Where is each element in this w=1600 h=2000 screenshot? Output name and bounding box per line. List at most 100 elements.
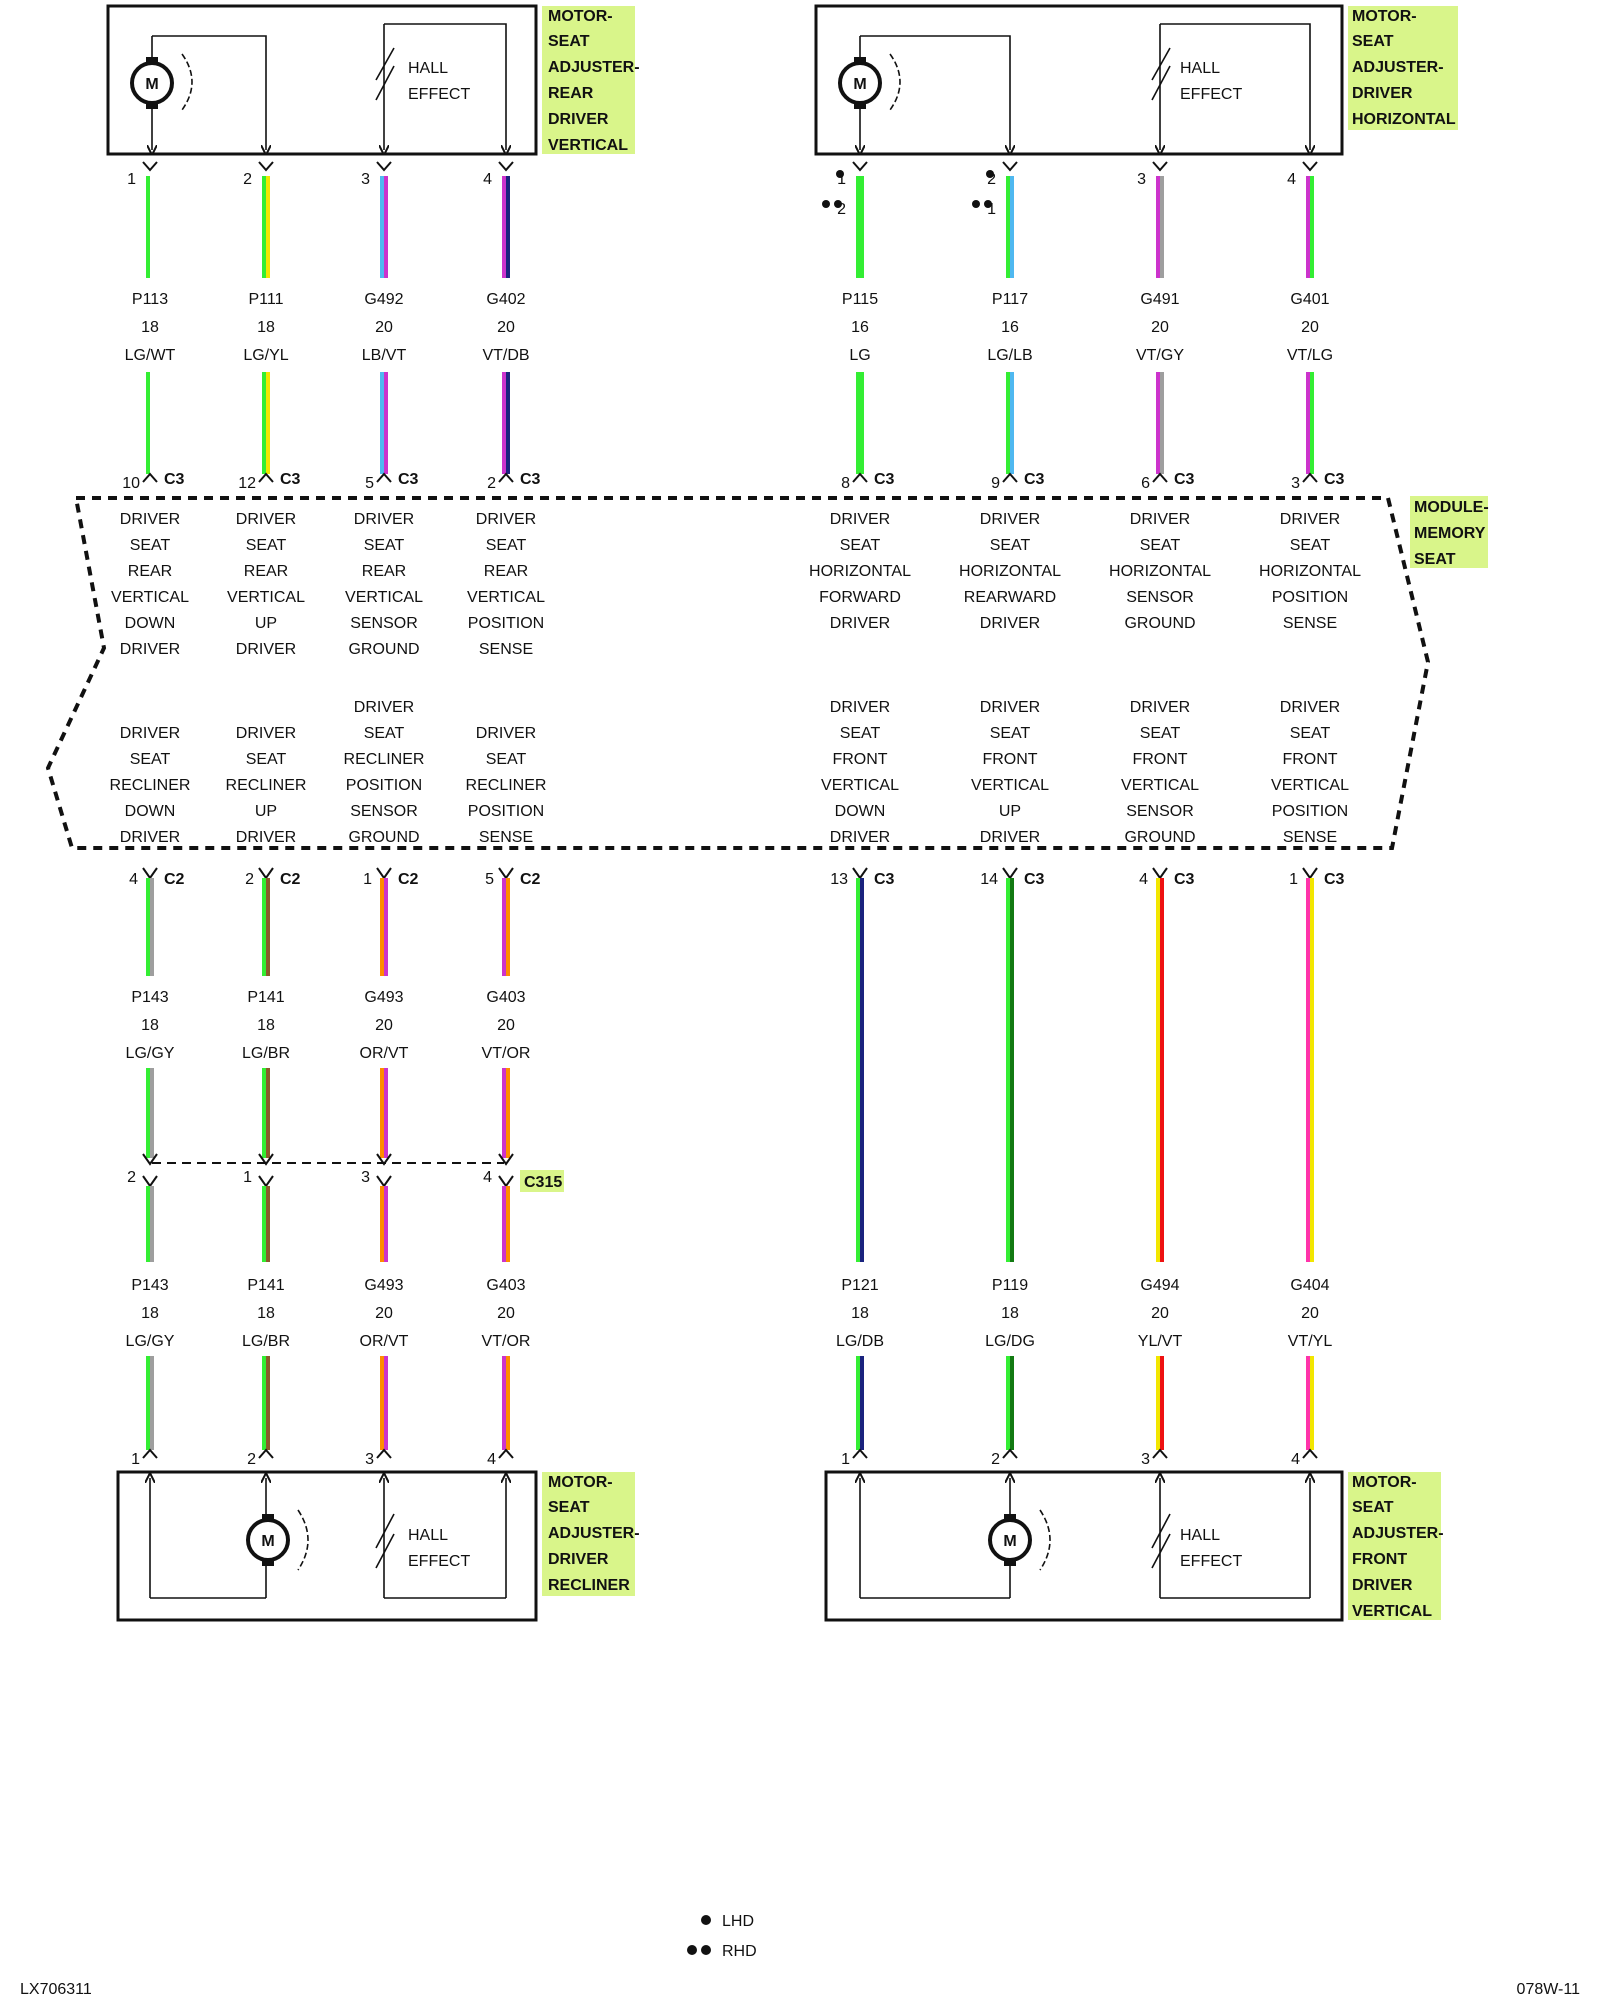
motor-pin-number: 4 — [1291, 1451, 1300, 1468]
wire-gauge: 18 — [141, 1305, 159, 1322]
pin-function-text: REAR — [362, 563, 406, 580]
inline-pin-terminal — [258, 1153, 274, 1166]
wire-segment — [502, 1068, 510, 1158]
wire-color: YL/VT — [1138, 1333, 1183, 1350]
single-dot-icon — [701, 1915, 711, 1925]
inline-pin-terminal — [376, 1153, 392, 1166]
wire-gauge: 20 — [1301, 1305, 1319, 1322]
hall-effect-label: HALL — [408, 60, 448, 77]
figure-code-right: 078W-11 — [1517, 1981, 1581, 1998]
wire-gauge: 20 — [375, 319, 393, 336]
hall-effect-label: EFFECT — [408, 86, 470, 103]
motor-pin-number: 2 — [987, 171, 996, 188]
dc-motor-icon: M — [838, 57, 882, 109]
module-pin-number: 1 — [363, 871, 372, 888]
module-pin-number: 5 — [365, 475, 374, 492]
module-pin-terminal — [258, 867, 274, 880]
motor-pin-terminal — [1002, 161, 1018, 172]
pin-function-text: DRIVER — [354, 699, 414, 716]
wire-gauge: 18 — [257, 1017, 275, 1034]
pin-function-text: VERTICAL — [227, 589, 305, 606]
module-pin-terminal — [142, 472, 158, 483]
motor-pin-terminal — [852, 1448, 868, 1459]
connector-label: C2 — [280, 871, 301, 888]
svg-text:HORIZONTAL: HORIZONTAL — [1352, 111, 1456, 128]
pin-function-text: SENSOR — [350, 615, 418, 632]
legend-lhd: LHD — [722, 1913, 754, 1930]
module-pin-terminal — [1302, 472, 1318, 483]
wire-segment — [262, 1186, 270, 1262]
pin-function-text: SEAT — [364, 725, 405, 742]
pin-function-text: DRIVER — [1280, 699, 1340, 716]
connector-label: C3 — [520, 471, 541, 488]
pin-function-text: DRIVER — [476, 725, 536, 742]
svg-text:SEAT: SEAT — [1352, 33, 1394, 50]
pin-function-text: SEAT — [1140, 537, 1181, 554]
svg-text:ADJUSTER-: ADJUSTER- — [548, 1525, 640, 1542]
module-pin-number: 1 — [1289, 871, 1298, 888]
pin-function-text: SEAT — [246, 751, 287, 768]
pin-function-text: VERTICAL — [111, 589, 189, 606]
inline-pin-terminal — [376, 1175, 392, 1188]
motor-pin-number-rhd: 2 — [837, 201, 846, 218]
module-pin-number: 10 — [122, 475, 140, 492]
module-pin-terminal — [498, 867, 514, 880]
pin-function-text: POSITION — [468, 615, 544, 632]
wire-segment — [502, 1356, 510, 1450]
pin-function-text: SEAT — [364, 537, 405, 554]
motor-pin-number: 3 — [365, 1451, 374, 1468]
pin-function-text: GROUND — [348, 829, 419, 846]
motor-pin-terminal — [258, 1448, 274, 1459]
svg-text:ADJUSTER-: ADJUSTER- — [548, 59, 640, 76]
pin-function-text: UP — [255, 803, 277, 820]
module-pin-number: 12 — [238, 475, 256, 492]
motor-pin-terminal — [1002, 1448, 1018, 1459]
wire-segment — [1006, 372, 1014, 474]
connector-label: C3 — [1024, 471, 1045, 488]
figure-code-left: LX706311 — [20, 1981, 92, 1998]
wire-gauge: 18 — [1001, 1305, 1019, 1322]
inline-pin-number: 1 — [243, 1169, 252, 1186]
pin-function-text: REAR — [244, 563, 288, 580]
pin-function-text: DRIVER — [236, 725, 296, 742]
wire-color: VT/LG — [1287, 347, 1333, 364]
inline-pin-terminal — [142, 1153, 158, 1166]
pin-function-text: DOWN — [835, 803, 886, 820]
module-pin-number: 2 — [487, 475, 496, 492]
wire-color: LG/DG — [985, 1333, 1035, 1350]
wire-segment — [1306, 1356, 1314, 1450]
pin-function-text: DRIVER — [236, 511, 296, 528]
wire-color: LG/GY — [126, 1045, 175, 1062]
wire-color: LG/BR — [242, 1333, 290, 1350]
motor-pin-terminal — [852, 161, 868, 172]
pin-function-text: UP — [999, 803, 1021, 820]
motor-pin-number: 2 — [247, 1451, 256, 1468]
wire-segment — [380, 372, 388, 474]
circuit-id: G401 — [1290, 291, 1329, 308]
wire-segment — [856, 1356, 864, 1450]
wire-segment — [502, 1186, 510, 1262]
svg-text:MOTOR-: MOTOR- — [1352, 8, 1417, 25]
connector-label: C3 — [280, 471, 301, 488]
pin-function-text: VERTICAL — [345, 589, 423, 606]
svg-text:M: M — [853, 76, 866, 93]
svg-text:M: M — [1003, 1533, 1016, 1550]
pin-function-text: HORIZONTAL — [959, 563, 1061, 580]
module-pin-number: 4 — [129, 871, 138, 888]
module-pin-number: 9 — [991, 475, 1000, 492]
wire-segment — [1006, 878, 1014, 1262]
wire-segment — [1306, 372, 1314, 474]
svg-text:MODULE-: MODULE- — [1414, 499, 1489, 516]
pin-function-text: GROUND — [348, 641, 419, 658]
module-pin-terminal — [1302, 867, 1318, 880]
wire-color: LG/WT — [125, 347, 176, 364]
svg-text:RECLINER: RECLINER — [548, 1577, 630, 1594]
wire-gauge: 16 — [1001, 319, 1019, 336]
wire-segment — [146, 176, 154, 278]
pin-function-text: SEAT — [990, 537, 1031, 554]
module-memory-seat: MODULE- MEMORY SEAT — [45, 496, 1489, 850]
pin-function-text: SENSOR — [1126, 803, 1194, 820]
svg-text:EFFECT: EFFECT — [408, 1553, 470, 1570]
motor-pin-terminal — [1302, 161, 1318, 172]
pin-function-text: DOWN — [125, 615, 176, 632]
